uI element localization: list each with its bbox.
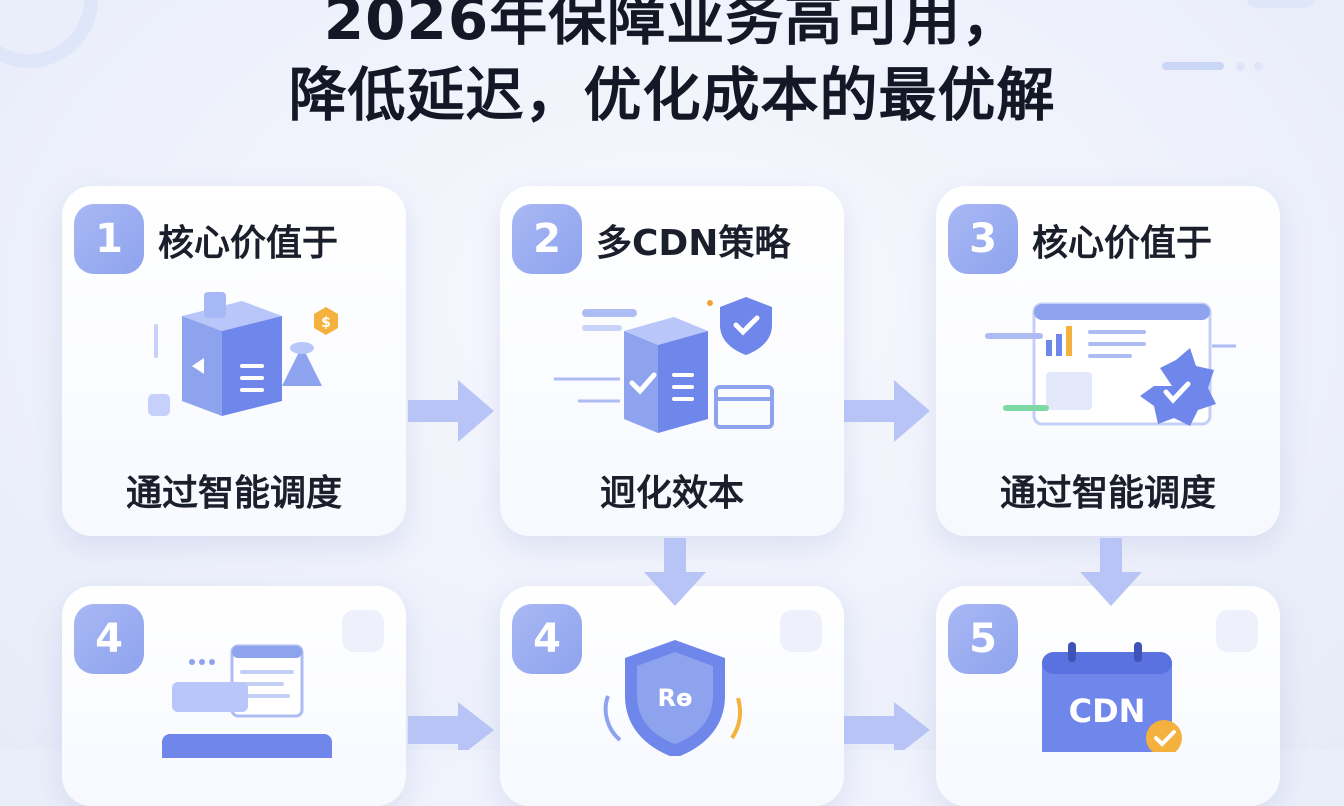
cdn-calendar-icon: CDN <box>1042 642 1182 752</box>
page-title-line-1: 2026年保障业务高可用， <box>323 0 1021 53</box>
decorative-dot <box>1254 62 1263 71</box>
calendar-label: CDN <box>1069 692 1146 730</box>
step-card-4b: 4 Rɵ <box>500 586 844 806</box>
step-card-3: 3 核心价值于 通过智能调度 <box>936 186 1280 536</box>
step-number-badge: 3 <box>948 204 1018 274</box>
decorative-dot <box>1236 62 1245 71</box>
collapse-icon[interactable] <box>780 610 822 652</box>
step-number-badge: 5 <box>948 604 1018 674</box>
decorative-pill <box>1246 0 1316 8</box>
arrow-right-icon <box>408 380 494 442</box>
cube-shield-checklist-icon <box>554 297 774 433</box>
step-caption: 通过智能调度 <box>999 473 1216 514</box>
arrow-right-icon <box>408 702 494 750</box>
arrow-down-icon <box>644 538 706 606</box>
step-card-5: 5 CDN <box>936 586 1280 806</box>
collapse-icon[interactable] <box>342 610 384 652</box>
step-card-1: 1 核心价值于 $ 通过智能调度 <box>62 186 406 536</box>
dashboard-shield-check-icon <box>985 302 1236 426</box>
step-number-badge: 2 <box>512 204 582 274</box>
step-number-badge: 1 <box>74 204 144 274</box>
step-card-2: 2 多CDN策略 迥化效本 <box>500 186 844 536</box>
decorative-dash <box>1162 62 1224 70</box>
step-number-badge: 4 <box>512 604 582 674</box>
stacked-windows-icon <box>162 644 332 758</box>
shield-label: Rɵ <box>658 684 693 712</box>
cube-coin-server-icon: $ <box>148 292 338 416</box>
collapse-icon[interactable] <box>1216 610 1258 652</box>
shield-icon: Rɵ <box>603 640 742 756</box>
step-title: 核心价值于 <box>158 223 339 264</box>
step-caption: 迥化效本 <box>599 473 744 514</box>
svg-text:$: $ <box>321 315 331 331</box>
step-title: 核心价值于 <box>1032 223 1213 264</box>
step-title: 多CDN策略 <box>596 223 791 264</box>
arrow-right-icon <box>844 380 930 442</box>
page-title-line-2: 降低延迟，优化成本的最优解 <box>288 61 1056 129</box>
arrow-right-icon <box>844 702 930 750</box>
step-number-badge: 4 <box>74 604 144 674</box>
step-caption: 通过智能调度 <box>125 473 342 514</box>
arrow-down-icon <box>1080 538 1142 606</box>
step-card-4a: 4 <box>62 586 406 806</box>
